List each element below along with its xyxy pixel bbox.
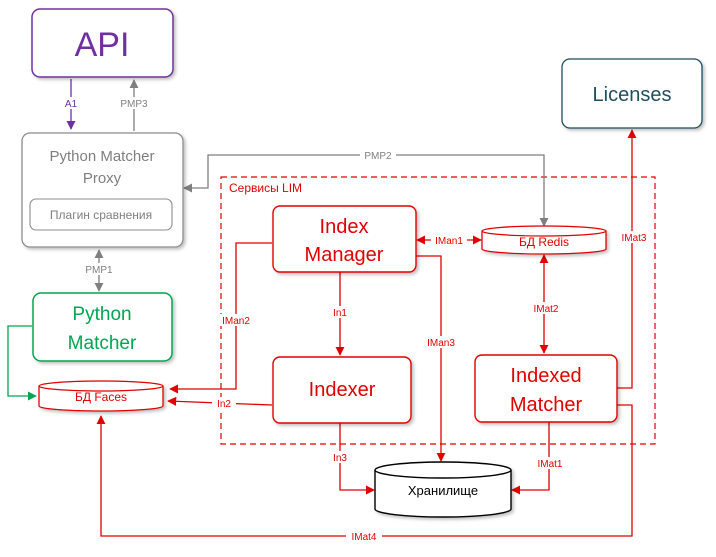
edge-label-iman2: IMan2 (222, 316, 250, 327)
node-python-matcher (32, 292, 173, 362)
node-db-redis-label: БД Redis (519, 235, 569, 249)
node-storage (374, 461, 512, 518)
edge-pmp2 (183, 154, 549, 227)
edge-label-imat2: IMat2 (533, 304, 558, 315)
node-plugin (29, 198, 173, 231)
node-proxy-label-1: Python Matcher (49, 148, 154, 165)
node-plugin-label: Плагин сравнения (50, 208, 152, 222)
edge-label-pmp1: PMP1 (85, 265, 113, 276)
node-indexed-matcher-label-1: Indexed (510, 365, 581, 387)
edge-iman3 (416, 255, 446, 462)
edge-label-in3: In3 (333, 453, 347, 464)
node-indexer (272, 356, 412, 424)
edge-label-a1: A1 (65, 99, 78, 110)
edge-label-pmp2: PMP2 (364, 151, 392, 162)
node-api (31, 8, 174, 78)
node-storage-label: Хранилище (408, 483, 478, 498)
node-index-manager-label-2: Manager (305, 244, 384, 266)
node-indexed-matcher (474, 354, 618, 423)
node-db-faces (38, 380, 164, 412)
node-licenses-label: Licenses (593, 84, 672, 106)
edge-python-matcher-faces (7, 325, 37, 401)
edge-imat1 (511, 422, 550, 495)
edge-imat4 (96, 404, 633, 537)
node-index-manager (272, 205, 417, 273)
node-db-faces-label: БД Faces (75, 390, 127, 404)
node-api-label: API (75, 26, 130, 64)
edge-label-imat4: IMat4 (351, 532, 376, 543)
edge-in3 (339, 423, 375, 495)
node-indexer-label: Indexer (309, 379, 376, 401)
edge-label-in1: In1 (333, 308, 347, 319)
node-db-redis (481, 225, 607, 255)
node-proxy-label-2: Proxy (83, 170, 122, 187)
edge-label-iman1: IMan1 (435, 236, 463, 247)
node-python-matcher-label-2: Matcher (68, 333, 137, 354)
node-python-matcher-label-1: Python (72, 304, 131, 325)
node-licenses (561, 58, 703, 129)
edge-label-in2: In2 (217, 399, 231, 410)
node-indexed-matcher-label-2: Matcher (510, 394, 583, 416)
edge-imat3 (617, 129, 637, 389)
edge-label-pmp3: PMP3 (120, 99, 148, 110)
node-index-manager-label-1: Index (320, 216, 369, 238)
edge-label-imat1: IMat1 (537, 459, 562, 470)
lim-services-label: Сервисы LIM (229, 181, 302, 195)
edge-label-iman3: IMan3 (427, 338, 455, 349)
edge-label-imat3: IMat3 (621, 233, 646, 244)
